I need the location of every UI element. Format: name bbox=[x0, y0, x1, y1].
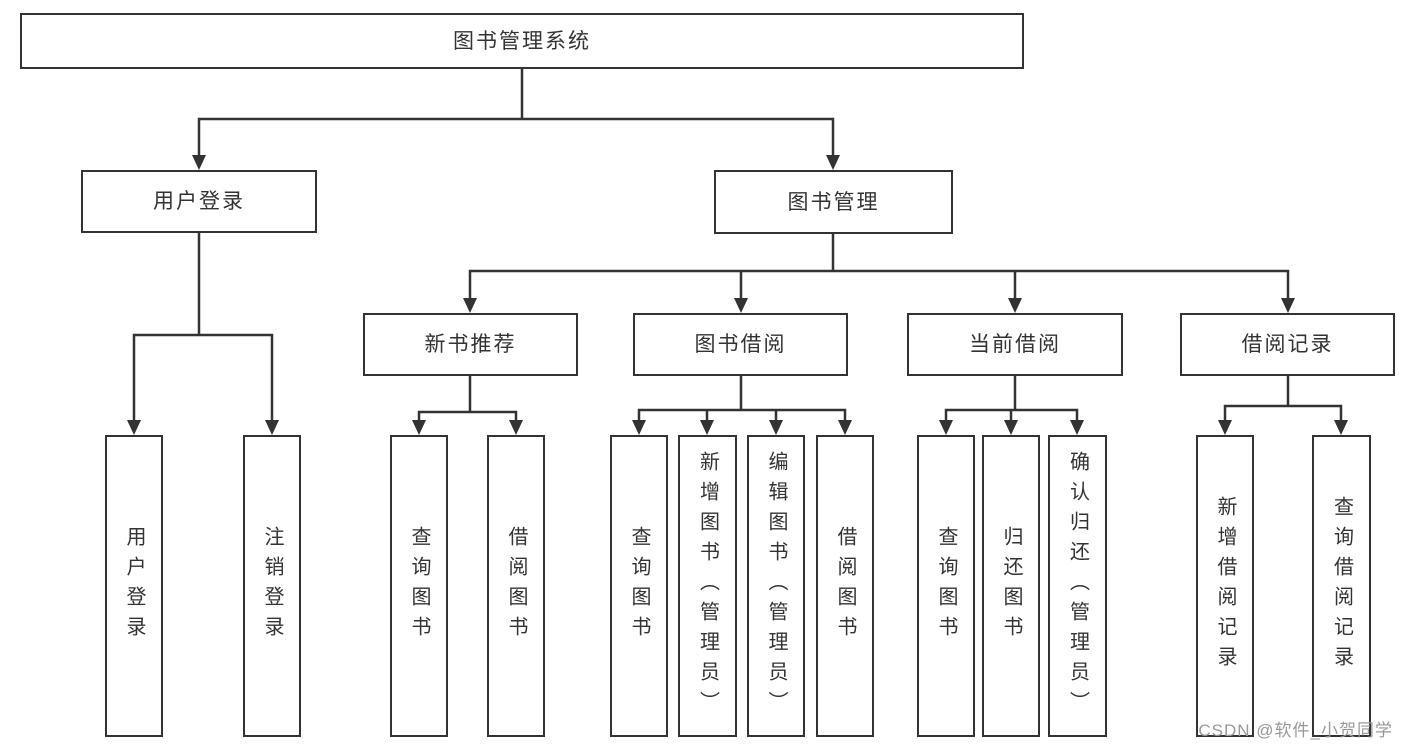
leaf-borrow-query-books-label: 查询图书 bbox=[628, 526, 650, 646]
leaf-current-query-books-label: 查询图书 bbox=[935, 526, 957, 646]
leaf-add-borrow-record-label: 新增借阅记录 bbox=[1214, 496, 1236, 676]
node-new-book-recommend: 新书推荐 bbox=[363, 313, 578, 376]
leaf-add-books-admin-label: 新增图书（管理员） bbox=[696, 451, 719, 721]
node-user-login-label: 用户登录 bbox=[153, 190, 245, 213]
leaf-borrow-query-books: 查询图书 bbox=[610, 435, 668, 737]
connector-book-borrow-to-leaves bbox=[632, 374, 852, 435]
node-book-borrow-label: 图书借阅 bbox=[694, 333, 787, 356]
node-borrow-records: 借阅记录 bbox=[1180, 313, 1395, 376]
connector-borrow-records-to-leaves bbox=[1218, 374, 1348, 435]
leaf-add-borrow-record: 新增借阅记录 bbox=[1196, 435, 1254, 737]
leaf-user-login-label: 用户登录 bbox=[123, 526, 145, 646]
leaf-return-books: 归还图书 bbox=[982, 435, 1040, 737]
leaf-return-books-label: 归还图书 bbox=[1000, 526, 1022, 646]
leaf-user-login: 用户登录 bbox=[105, 435, 163, 737]
node-root: 图书管理系统 bbox=[20, 13, 1024, 69]
node-current-borrow: 当前借阅 bbox=[907, 313, 1123, 376]
node-root-label: 图书管理系统 bbox=[453, 29, 591, 53]
leaf-newrec-query-books-label: 查询图书 bbox=[408, 526, 430, 646]
leaf-current-query-books: 查询图书 bbox=[917, 435, 975, 737]
node-user-login: 用户登录 bbox=[81, 170, 317, 233]
leaf-newrec-borrow-books-label: 借阅图书 bbox=[505, 526, 527, 646]
node-book-mgmt-label: 图书管理 bbox=[787, 190, 880, 214]
leaf-confirm-return-admin: 确认归还（管理员） bbox=[1048, 435, 1107, 737]
node-new-book-recommend-label: 新书推荐 bbox=[424, 333, 517, 356]
leaf-borrow-books-label: 借阅图书 bbox=[834, 526, 856, 646]
leaf-borrow-books: 借阅图书 bbox=[816, 435, 874, 737]
leaf-query-borrow-record-label: 查询借阅记录 bbox=[1330, 496, 1353, 676]
connector-current-borrow-to-leaves bbox=[939, 374, 1084, 435]
leaf-edit-books-admin-label: 编辑图书（管理员） bbox=[765, 451, 787, 721]
connector-root-to-level2 bbox=[192, 67, 840, 170]
leaf-logout-label: 注销登录 bbox=[261, 526, 283, 646]
node-book-mgmt: 图书管理 bbox=[714, 170, 953, 234]
csdn-watermark: CSDN @软件_小贺同学 bbox=[1198, 721, 1393, 740]
leaf-edit-books-admin: 编辑图书（管理员） bbox=[747, 435, 805, 737]
leaf-confirm-return-admin-label: 确认归还（管理员） bbox=[1066, 451, 1089, 721]
connector-book-mgmt-to-level3 bbox=[463, 232, 1295, 313]
leaf-query-borrow-record: 查询借阅记录 bbox=[1312, 435, 1371, 737]
leaf-logout: 注销登录 bbox=[243, 435, 301, 737]
connector-user-login-to-leaves bbox=[127, 231, 279, 435]
node-current-borrow-label: 当前借阅 bbox=[969, 333, 1061, 356]
node-book-borrow: 图书借阅 bbox=[633, 313, 848, 376]
leaf-newrec-query-books: 查询图书 bbox=[390, 435, 448, 737]
node-borrow-records-label: 借阅记录 bbox=[1241, 333, 1334, 356]
connector-new-book-rec-to-leaves bbox=[412, 374, 523, 435]
leaf-add-books-admin: 新增图书（管理员） bbox=[678, 435, 737, 737]
leaf-newrec-borrow-books: 借阅图书 bbox=[487, 435, 545, 737]
